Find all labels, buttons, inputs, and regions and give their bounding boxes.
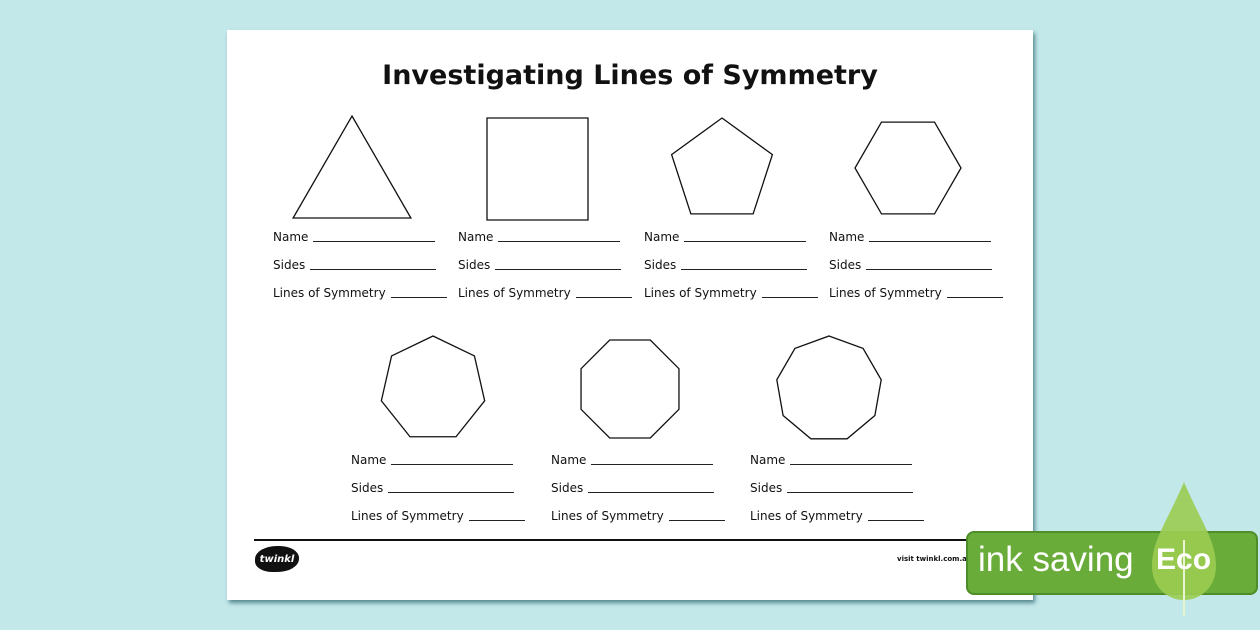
field-lines[interactable]: Lines of Symmetry: [644, 286, 818, 300]
pentagon-icon: [670, 117, 774, 215]
field-lines[interactable]: Lines of Symmetry: [458, 286, 632, 300]
field-sides[interactable]: Sides: [458, 258, 622, 272]
answer-line[interactable]: [388, 491, 515, 493]
answer-line[interactable]: [390, 296, 447, 298]
octagon-icon: [580, 339, 680, 439]
field-label: Name: [551, 453, 587, 467]
field-label: Name: [644, 230, 680, 244]
field-sides[interactable]: Sides: [644, 258, 808, 272]
ink-saving-text: ink saving: [978, 540, 1134, 579]
field-name[interactable]: Name: [351, 453, 514, 467]
field-label: Lines of Symmetry: [273, 286, 386, 300]
answer-line[interactable]: [869, 240, 992, 242]
field-lines[interactable]: Lines of Symmetry: [273, 286, 447, 300]
answer-line[interactable]: [495, 268, 622, 270]
leaf-icon: [1152, 482, 1216, 616]
field-name[interactable]: Name: [644, 230, 807, 244]
answer-line[interactable]: [787, 491, 914, 493]
eco-label: Eco: [1156, 543, 1212, 576]
answer-line[interactable]: [391, 463, 514, 465]
field-lines[interactable]: Lines of Symmetry: [551, 509, 725, 523]
answer-line[interactable]: [575, 296, 632, 298]
field-sides[interactable]: Sides: [750, 481, 914, 495]
answer-line[interactable]: [313, 240, 436, 242]
field-label: Sides: [551, 481, 584, 495]
square-icon: [486, 117, 589, 221]
answer-line[interactable]: [468, 519, 525, 521]
answer-line[interactable]: [867, 519, 924, 521]
field-sides[interactable]: Sides: [829, 258, 993, 272]
field-name[interactable]: Name: [551, 453, 714, 467]
triangle-icon: [291, 114, 413, 219]
field-label: Sides: [351, 481, 384, 495]
field-label: Lines of Symmetry: [458, 286, 571, 300]
answer-line[interactable]: [866, 268, 993, 270]
hexagon-icon: [854, 121, 962, 215]
field-label: Name: [750, 453, 786, 467]
answer-line[interactable]: [668, 519, 725, 521]
field-label: Sides: [458, 258, 491, 272]
field-name[interactable]: Name: [750, 453, 913, 467]
answer-line[interactable]: [684, 240, 807, 242]
answer-line[interactable]: [588, 491, 715, 493]
field-name[interactable]: Name: [273, 230, 436, 244]
field-label: Sides: [273, 258, 306, 272]
field-sides[interactable]: Sides: [273, 258, 437, 272]
twinkl-logo: twinkl: [255, 546, 299, 572]
answer-line[interactable]: [946, 296, 1003, 298]
heptagon-icon: [380, 335, 486, 438]
page-title: Investigating Lines of Symmetry: [382, 60, 878, 91]
field-label: Lines of Symmetry: [551, 509, 664, 523]
answer-line[interactable]: [310, 268, 437, 270]
field-label: Sides: [750, 481, 783, 495]
answer-line[interactable]: [591, 463, 714, 465]
field-label: Lines of Symmetry: [829, 286, 942, 300]
field-label: Name: [829, 230, 865, 244]
field-name[interactable]: Name: [829, 230, 992, 244]
field-lines[interactable]: Lines of Symmetry: [829, 286, 1003, 300]
nonagon-icon: [776, 335, 882, 440]
answer-line[interactable]: [790, 463, 913, 465]
field-sides[interactable]: Sides: [551, 481, 715, 495]
field-label: Sides: [829, 258, 862, 272]
field-label: Lines of Symmetry: [644, 286, 757, 300]
field-label: Lines of Symmetry: [750, 509, 863, 523]
field-label: Lines of Symmetry: [351, 509, 464, 523]
field-sides[interactable]: Sides: [351, 481, 515, 495]
footer-visit-text: visit twinkl.com.au: [897, 555, 972, 563]
field-label: Name: [273, 230, 309, 244]
field-lines[interactable]: Lines of Symmetry: [351, 509, 525, 523]
footer-divider: [254, 539, 1010, 541]
answer-line[interactable]: [498, 240, 621, 242]
field-label: Name: [458, 230, 494, 244]
answer-line[interactable]: [761, 296, 818, 298]
field-label: Name: [351, 453, 387, 467]
field-label: Sides: [644, 258, 677, 272]
field-name[interactable]: Name: [458, 230, 621, 244]
field-lines[interactable]: Lines of Symmetry: [750, 509, 924, 523]
answer-line[interactable]: [681, 268, 808, 270]
